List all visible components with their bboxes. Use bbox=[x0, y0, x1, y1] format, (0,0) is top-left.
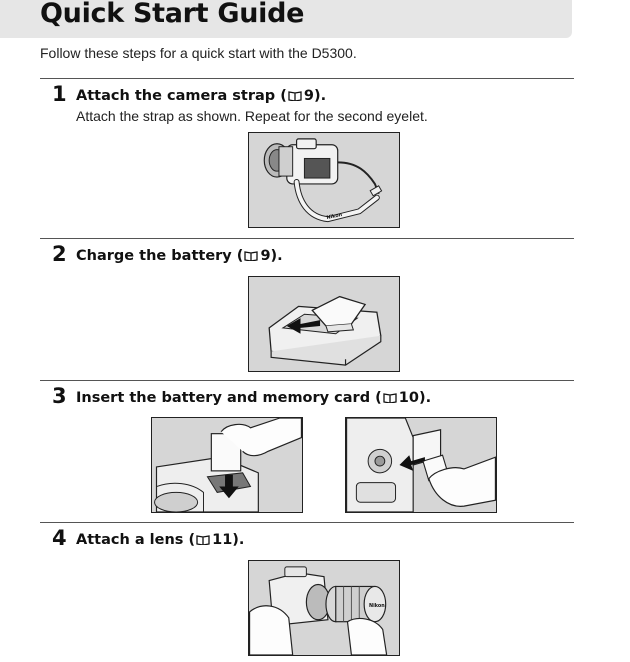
book-reference-icon bbox=[288, 89, 302, 105]
lens-attach-drawing: Nikon bbox=[249, 566, 388, 655]
battery-charger-drawing bbox=[268, 295, 382, 366]
section-divider bbox=[40, 238, 574, 239]
camera-strap-drawing: Nikon bbox=[263, 138, 383, 223]
step-description: Attach the strap as shown. Repeat for th… bbox=[76, 108, 428, 124]
step-page-ref: 9 bbox=[303, 88, 314, 104]
lens-cap-logo-text: Nikon bbox=[369, 603, 385, 609]
step-title-end: ). bbox=[418, 390, 432, 406]
step-title-text: Insert the battery and memory card ( bbox=[76, 390, 382, 406]
step-title: Insert the battery and memory card ( 10). bbox=[76, 390, 431, 407]
section-divider bbox=[40, 522, 574, 523]
book-reference-icon bbox=[244, 249, 259, 265]
book-reference-icon bbox=[383, 391, 397, 407]
step-title: Charge the battery ( 9). bbox=[76, 248, 283, 265]
step-number: 4 bbox=[52, 526, 67, 550]
step-title-text: Attach the camera strap ( bbox=[76, 88, 287, 104]
step-number: 1 bbox=[52, 82, 67, 106]
section-divider bbox=[40, 380, 574, 381]
step-number: 3 bbox=[52, 384, 67, 408]
step-page-ref: 9 bbox=[260, 248, 271, 264]
camera-strap-illustration: Nikon bbox=[248, 132, 400, 228]
step-title-text: Charge the battery ( bbox=[76, 248, 244, 264]
step-page-ref: 11 bbox=[212, 532, 233, 548]
memory-card-insert-drawing bbox=[346, 418, 496, 512]
step-title-end: ). bbox=[313, 88, 327, 104]
battery-charger-illustration bbox=[248, 276, 400, 372]
step-title-end: ). bbox=[270, 248, 283, 264]
lens-attach-illustration: Nikon bbox=[248, 560, 400, 656]
page-title: Quick Start Guide bbox=[40, 0, 305, 29]
step-title-end: ). bbox=[232, 532, 245, 548]
step-page-ref: 10 bbox=[398, 390, 419, 406]
book-reference-icon bbox=[196, 533, 210, 549]
memory-card-insert-illustration bbox=[345, 417, 497, 513]
strap-logo-text: Nikon bbox=[326, 212, 343, 221]
intro-text: Follow these steps for a quick start wit… bbox=[40, 45, 357, 61]
step-title: Attach a lens ( 11). bbox=[76, 532, 244, 549]
section-divider bbox=[40, 78, 574, 79]
battery-insert-illustration bbox=[151, 417, 303, 513]
step-title: Attach the camera strap ( 9). bbox=[76, 88, 326, 105]
step-number: 2 bbox=[52, 242, 67, 266]
title-band bbox=[0, 0, 572, 38]
battery-insert-drawing bbox=[154, 418, 302, 512]
step-title-text: Attach a lens ( bbox=[76, 532, 196, 548]
